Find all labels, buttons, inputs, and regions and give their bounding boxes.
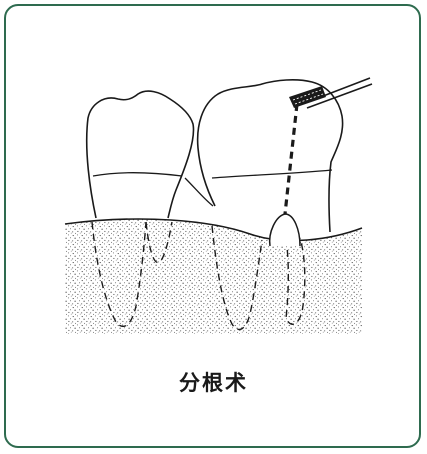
alveolar-bone [65,219,362,334]
figure-caption: 分根术 [0,367,427,397]
left-molar-crown [87,91,194,218]
